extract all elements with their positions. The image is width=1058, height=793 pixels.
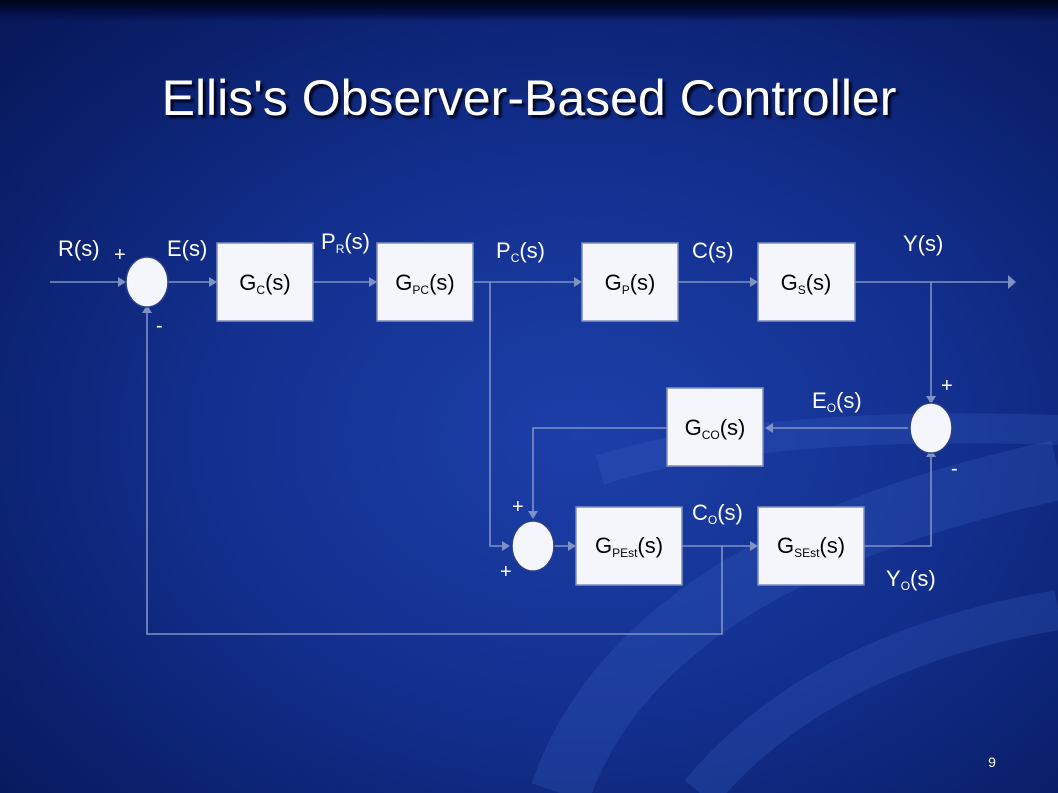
block-gp: GP(s) [581, 242, 679, 322]
sum2-bottom-sign: - [951, 458, 958, 480]
summing-junction-observer [909, 402, 953, 454]
signal-y-label: Y(s) [903, 231, 943, 256]
block-gs: GS(s) [757, 242, 856, 322]
block-gc: GC(s) [216, 242, 314, 322]
sum1-top-sign: + [114, 244, 126, 266]
block-gs-label: GS(s) [781, 270, 832, 297]
block-gc-label: GC(s) [239, 270, 290, 297]
slide-title: Ellis's Observer-Based Controller [161, 70, 897, 126]
signal-c-label: C(s) [692, 238, 734, 263]
slide-number: 9 [988, 754, 996, 770]
block-gpest: GPEst(s) [575, 506, 683, 586]
top-bar [0, 0, 1058, 22]
signal-co-label: CO(s) [692, 500, 743, 527]
sum2-top-sign: + [941, 375, 953, 397]
sum3-top-sign: + [512, 496, 524, 518]
block-gpest-label: GPEst(s) [595, 533, 663, 560]
signal-e-label: E(s) [167, 236, 207, 261]
block-gco: GCO(s) [666, 387, 764, 467]
signal-yo-label: YO(s) [886, 566, 936, 593]
block-gco-label: GCO(s) [685, 415, 746, 442]
block-gsest-label: GSEst(s) [777, 533, 845, 560]
block-gp-label: GP(s) [605, 270, 656, 297]
sum3-bottom-sign: + [500, 561, 512, 583]
signal-pc-label: PC(s) [496, 238, 545, 265]
block-gpc: GPC(s) [376, 242, 474, 322]
arrowheads [118, 275, 1016, 551]
block-gsest: GSEst(s) [757, 506, 865, 586]
signal-r-label: R(s) [58, 236, 100, 261]
block-gpc-label: GPC(s) [395, 270, 454, 297]
summing-junction-controller [125, 256, 169, 308]
sum1-bottom-sign: - [156, 315, 163, 337]
background-swoosh [531, 413, 1058, 793]
connection-lines [50, 281, 1010, 635]
signal-eo-label: EO(s) [812, 388, 862, 415]
signal-pr-label: PR(s) [321, 229, 370, 256]
summing-junction-estimator [511, 520, 555, 572]
